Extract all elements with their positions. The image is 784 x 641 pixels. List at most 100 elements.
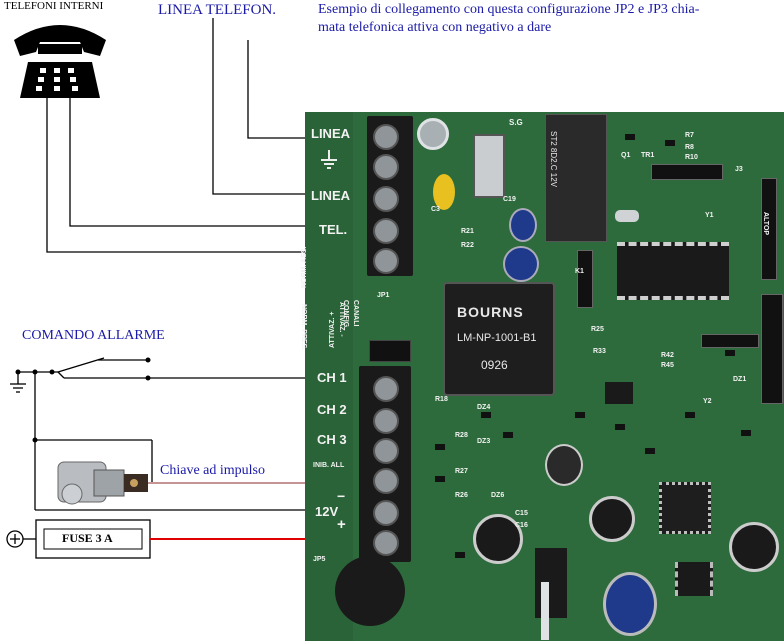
jp5-label: JP5 [313,556,326,563]
terminal-ch2: CH 2 [317,402,347,417]
transformer-code: 0926 [481,358,508,372]
pin-header-j3 [651,164,723,180]
terminal-inib-all: INIB. ALL [313,462,345,469]
jp1-label: JP1 [377,292,390,299]
pin-header-mid [701,334,759,348]
j3-label: J3 [735,166,743,173]
capacitor [473,514,523,564]
ap-top-label: ALTOP [762,212,769,236]
smd-part [685,412,695,418]
screw-terminal [373,438,399,464]
smd-part [435,476,445,482]
sg-label: S.G [509,118,523,127]
ic-chip-qfp [659,482,711,534]
screw-terminal [373,248,399,274]
r33-label: R33 [593,348,606,355]
key-switch-icon [57,461,308,505]
r27-label: R27 [455,468,468,475]
alarm-switch [10,357,308,511]
mounting-hole [417,118,449,150]
r8-label: R8 [685,144,694,151]
telephone-icon [14,25,106,98]
pcb-board: LINEA LINEA TEL. CH 1 CH 2 CH 3 INIB. AL… [300,112,784,641]
screw-terminal [373,124,399,150]
capacitor [509,208,537,242]
terminal-12v: 12V [315,504,339,519]
r21-label: R21 [461,228,474,235]
relay: ST2 8D2.C 12V [545,114,607,242]
relay-label: ST2 8D2.C 12V [549,131,558,188]
smd-part [435,444,445,450]
smd-part [615,424,625,430]
terminal-linea-bottom: LINEA [311,188,350,203]
smd-part [455,552,465,558]
smd-part [625,134,635,140]
ic-chip-small [675,562,713,596]
capacitor [729,522,779,572]
config-label: CONFIG [342,300,349,328]
terminal-block-top [367,116,413,276]
smd-part [481,412,491,418]
c16-label: C16 [515,522,528,529]
capacitor [589,496,635,542]
r25-label: R25 [591,326,604,333]
norm-pres-label: NORM. PRES. [300,304,307,351]
r26-label: R26 [455,492,468,499]
phone-wires [46,18,308,253]
attivaz-label: ATTIVAZ. + [329,311,336,349]
c19-label: C19 [503,196,516,203]
dz3-label: DZ3 [477,438,491,445]
r42-label: R42 [661,352,674,359]
k1-label: K1 [575,268,584,275]
smd-part [665,140,675,146]
linea-telefon-label: LINEA TELEFON. [158,2,277,18]
r7-label: R7 [685,132,694,139]
canali-label: CANALI [352,300,359,327]
smd-part [741,430,751,436]
screw-terminal [373,218,399,244]
terminal-linea-top: LINEA [311,126,350,141]
screw-terminal [373,468,399,494]
ic-chip-tiny [605,382,633,404]
r28-label: R28 [455,432,468,439]
transformer: BOURNS LM-NP-1001-B1 0926 [443,282,555,396]
ground-icon [321,150,337,169]
screw-terminal [373,500,399,526]
screw-terminal [373,376,399,402]
screw-terminal [373,530,399,556]
y2-label: Y2 [703,398,712,405]
smd-part [645,448,655,454]
terminal-label-strip [305,112,353,641]
dz4-label: DZ4 [477,404,491,411]
ic-chip-main [617,242,729,300]
power-transistor [535,548,567,618]
norm-ass-label: NORM. ASS. [301,246,308,288]
c3-label: C3 [431,206,440,213]
dz1-label: DZ1 [733,376,747,383]
tr1-label: TR1 [641,152,655,159]
capacitor [503,246,539,282]
pin-header-side [761,294,783,404]
transformer-model: LM-NP-1001-B1 [457,332,537,344]
transistor-tab [541,582,549,640]
terminal-minus: − [337,488,346,504]
fuse-icon [6,519,308,559]
description-line-1: Esempio di collegamento con questa confi… [318,2,700,17]
description-line-2: mata telefonica attiva con negativo a da… [318,20,552,35]
terminal-plus: + [337,516,346,533]
terminal-ch1: CH 1 [317,370,347,385]
terminal-tel: TEL. [319,222,348,237]
screw-terminal [373,186,399,212]
fuse-label: FUSE 3 A [62,531,113,545]
r18-label: R18 [435,396,448,403]
terminal-block-bottom [359,366,411,562]
switch-contacts [15,357,151,443]
smd-part [503,432,513,438]
dz6-label: DZ6 [491,492,505,499]
capacitor [603,572,657,636]
c15-label: C15 [515,510,528,517]
transformer-brand: BOURNS [457,304,524,320]
r22-label: R22 [461,242,474,249]
crystal-y1 [615,210,639,222]
chiave-impulso-label: Chiave ad impulso [160,463,265,478]
